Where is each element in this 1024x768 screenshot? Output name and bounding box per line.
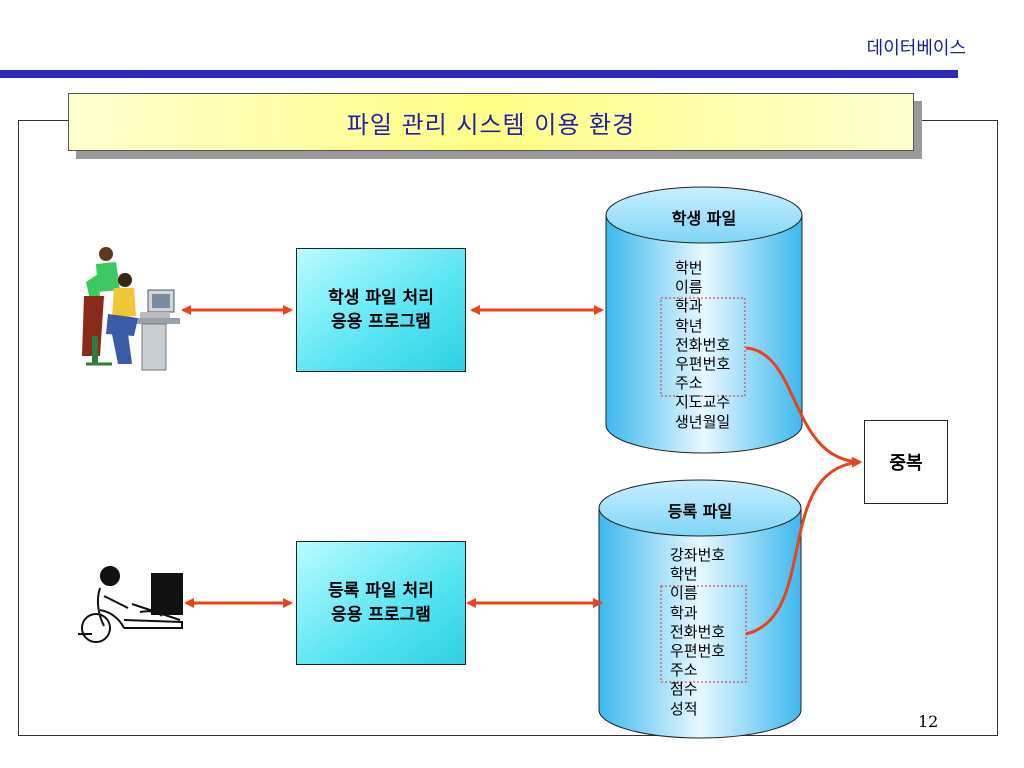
field-item: 주소 bbox=[675, 374, 703, 393]
field-item: 학년 bbox=[675, 316, 703, 335]
registration-field-list: 강좌번호 학번 이름 학과 전화번호 우편번호 주소 점수 성적 bbox=[670, 546, 725, 719]
field-item: 강좌번호 bbox=[670, 546, 726, 564]
student-field-list: 학번 이름 학과 학년 전화번호 우편번호 주소 지도교수 생년월일 bbox=[675, 259, 730, 432]
registration-app-label-line2: 응용 프로그램 bbox=[331, 605, 431, 625]
student-app-box: 학생 파일 처리 응용 프로그램 bbox=[296, 248, 466, 372]
field-item: 학과 bbox=[675, 297, 703, 316]
field-item: 우편번호 bbox=[670, 642, 726, 661]
duplicate-box: 중복 bbox=[864, 420, 948, 504]
arrow-registration-duplicate bbox=[745, 457, 862, 636]
field-item: 전화번호 bbox=[675, 335, 731, 354]
field-item: 전화번호 bbox=[670, 622, 726, 641]
registration-app-box: 등록 파일 처리 응용 프로그램 bbox=[296, 541, 466, 665]
field-item: 우편번호 bbox=[675, 355, 731, 374]
users-at-computer-icon bbox=[82, 247, 180, 371]
section-title: 데이터베이스 bbox=[866, 38, 966, 59]
field-item: 이름 bbox=[675, 278, 703, 297]
field-item: 성적 bbox=[670, 699, 698, 718]
registration-file-label: 등록 파일 bbox=[667, 502, 733, 521]
student-app-label-line1: 학생 파일 처리 bbox=[328, 288, 434, 308]
header-rule bbox=[0, 70, 958, 78]
field-item: 학번 bbox=[670, 565, 698, 584]
arrow-student-duplicate bbox=[745, 346, 862, 467]
student-duplicate-highlight bbox=[660, 297, 746, 397]
field-item: 생년월일 bbox=[675, 412, 731, 431]
field-item: 점수 bbox=[670, 680, 698, 699]
registration-file-cylinder bbox=[598, 479, 802, 739]
user-at-terminal-icon bbox=[78, 566, 183, 643]
field-item: 학번 bbox=[675, 259, 703, 277]
student-file-label: 학생 파일 bbox=[671, 209, 737, 228]
field-item: 주소 bbox=[670, 661, 698, 680]
field-item: 이름 bbox=[670, 584, 698, 603]
page-number: 12 bbox=[918, 712, 939, 731]
registration-app-label-line1: 등록 파일 처리 bbox=[328, 581, 434, 601]
diagram-title: 파일 관리 시스템 이용 환경 bbox=[68, 93, 914, 151]
field-item: 지도교수 bbox=[675, 393, 731, 412]
student-file-cylinder bbox=[605, 186, 803, 454]
student-app-label-line2: 응용 프로그램 bbox=[331, 312, 431, 332]
field-item: 학과 bbox=[670, 603, 698, 622]
